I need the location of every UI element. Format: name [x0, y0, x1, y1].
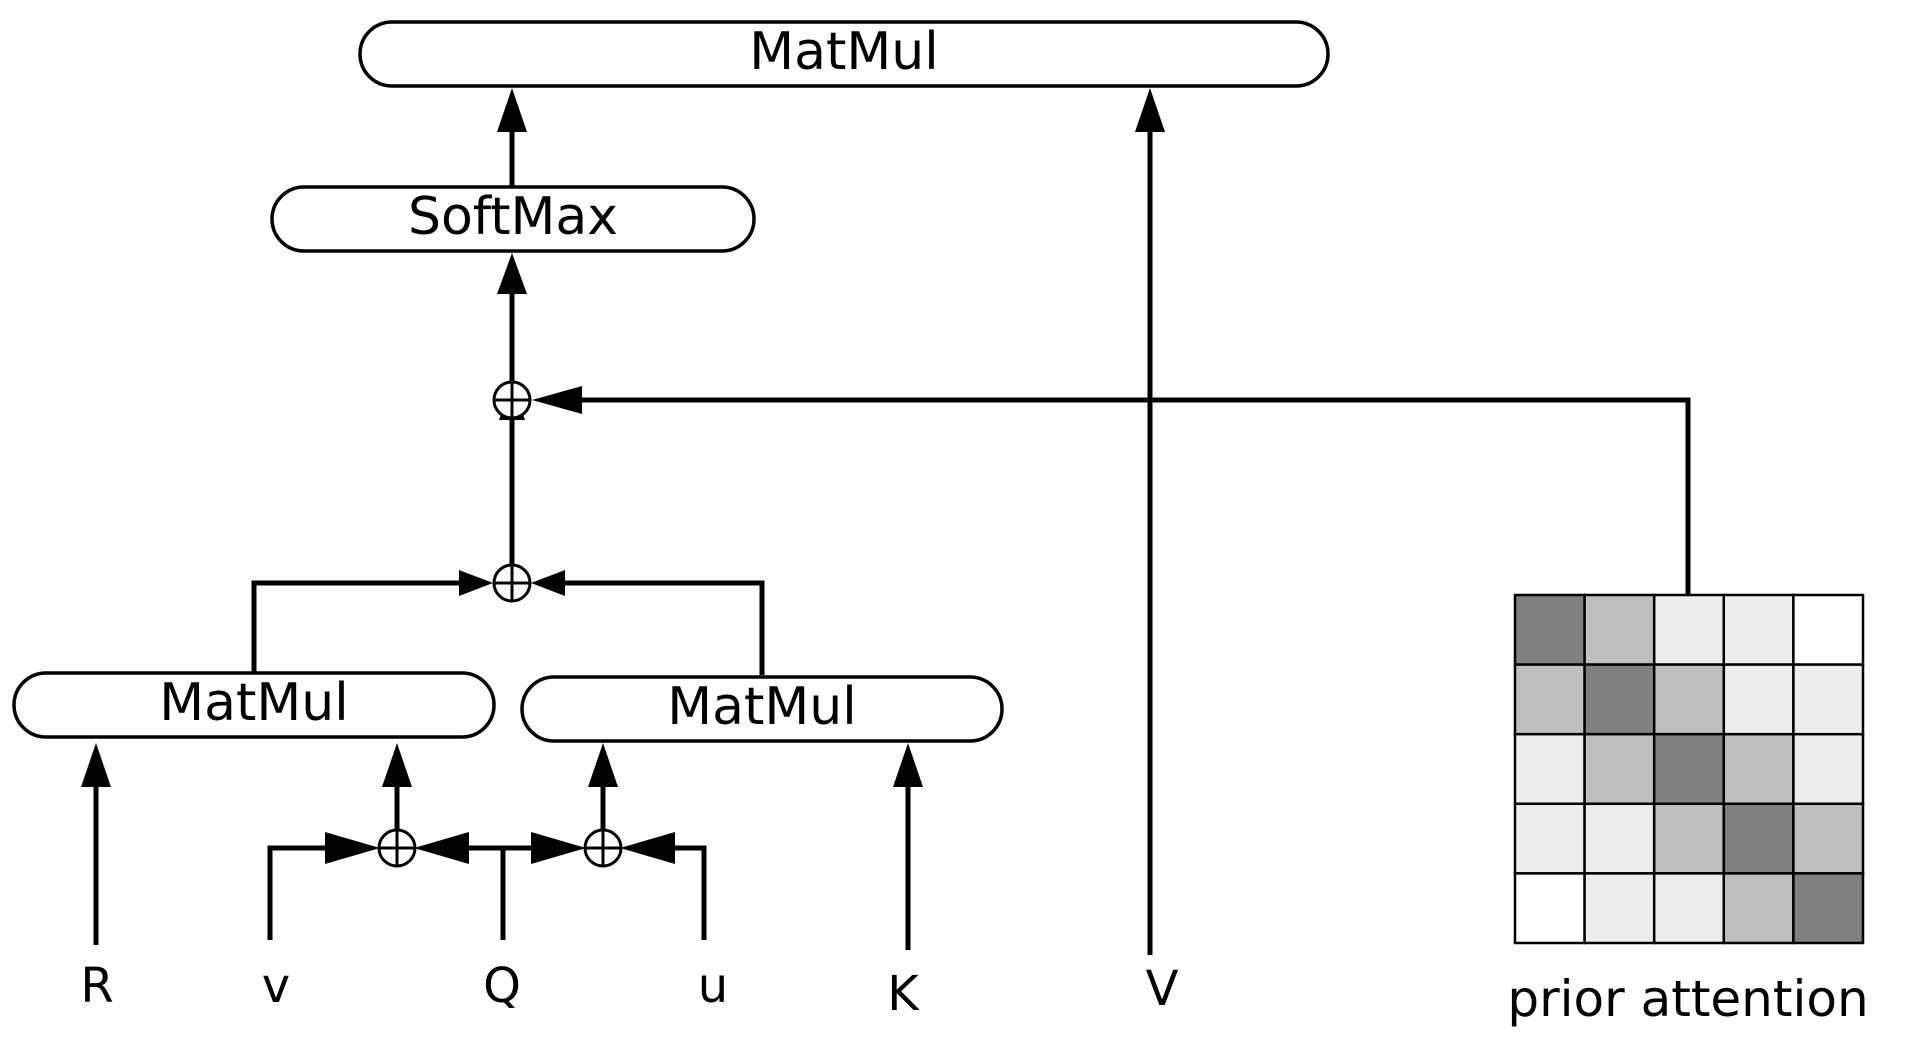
prior-cell-r2-c2: [1583, 663, 1656, 736]
prior-cell-r3-c4: [1722, 732, 1795, 806]
plus-upper-icon: [492, 380, 532, 420]
input-label-v-lower: v: [262, 958, 290, 1014]
input-label-r: R: [80, 958, 113, 1014]
matmul-right-label: MatMul: [667, 677, 856, 737]
prior-cell-r5-c5: [1792, 872, 1865, 945]
matmul-top-label: MatMul: [749, 22, 938, 82]
prior-cell-r1-c3: [1652, 593, 1726, 666]
arrow-u-into-plus: [620, 832, 675, 864]
prior-cell-r5-c1: [1513, 872, 1586, 945]
prior-cell-r3-c1: [1513, 732, 1586, 806]
plus-left-icon: [377, 828, 417, 868]
input-label-k: K: [887, 966, 920, 1022]
wire-matmul-right-to-plus: [562, 580, 765, 675]
prior-cell-r5-c2: [1583, 872, 1656, 945]
arrow-into-softmax: [497, 253, 527, 294]
prior-cell-r1-c5: [1792, 593, 1865, 666]
matmul-top-box: [358, 20, 1330, 88]
prior-cell-r3-c5: [1792, 732, 1865, 806]
input-label-q: Q: [483, 958, 521, 1014]
node-matmul-left: MatMul: [12, 671, 496, 739]
arrow-plus-into-matmul-right: [588, 743, 618, 787]
wire-v-to-plus: [267, 845, 330, 940]
prior-cell-r2-c3: [1652, 663, 1726, 736]
plus-right-icon: [583, 828, 623, 868]
prior-cell-r1-c4: [1722, 593, 1795, 666]
plus-middle-icon: [492, 563, 532, 603]
wire-u-to-plus: [670, 845, 707, 940]
prior-cell-r1-c1: [1513, 593, 1586, 666]
prior-cell-r3-c2: [1583, 732, 1656, 806]
prior-cell-r5-c4: [1722, 872, 1795, 945]
arrow-q-into-left-plus: [414, 832, 469, 864]
wire-prior-to-plus: [578, 397, 1691, 595]
softmax-box: [270, 185, 756, 253]
arrow-k-into-matmul-right: [893, 743, 923, 787]
prior-cell-r4-c1: [1513, 802, 1586, 875]
matmul-right-box: [520, 675, 1004, 743]
arrow-r-into-matmul-left: [81, 743, 111, 787]
arrow-q-into-right-plus: [531, 832, 586, 864]
arrow-v-into-plus: [325, 832, 380, 864]
prior-cell-r2-c1: [1513, 663, 1586, 736]
prior-cell-r2-c4: [1722, 663, 1795, 736]
wire-matmul-left-to-plus: [251, 580, 462, 675]
node-matmul-right: MatMul: [520, 675, 1004, 743]
prior-cell-r5-c3: [1652, 872, 1726, 945]
arrow-into-matmul-top-left: [497, 88, 527, 132]
matmul-left-label: MatMul: [159, 673, 348, 733]
input-labels: R v Q u K V: [80, 958, 1178, 1022]
prior-cell-r3-c3: [1652, 732, 1726, 806]
arrow-left-into-middle-plus: [459, 570, 493, 596]
node-matmul-top: MatMul: [358, 20, 1330, 88]
prior-attention-matrix: [1513, 593, 1865, 945]
softmax-label: SoftMax: [408, 187, 618, 247]
node-softmax: SoftMax: [270, 185, 756, 253]
arrow-right-into-middle-plus: [531, 570, 565, 596]
arrow-into-matmul-top-right: [1135, 88, 1165, 132]
input-label-v-upper: V: [1146, 961, 1179, 1017]
input-label-u: u: [698, 958, 728, 1014]
prior-cell-r4-c5: [1792, 802, 1865, 875]
arrow-prior-into-plus: [532, 386, 582, 414]
prior-attention-caption: prior attention: [1507, 970, 1868, 1028]
prior-cell-r4-c2: [1583, 802, 1656, 875]
matmul-left-box: [12, 671, 496, 739]
prior-cell-r4-c4: [1722, 802, 1795, 875]
arrow-plus-into-matmul-left: [382, 743, 412, 787]
prior-cell-r4-c3: [1652, 802, 1726, 875]
prior-cell-r1-c2: [1583, 593, 1656, 666]
arrowheads: [81, 88, 1165, 864]
connections: [93, 130, 1691, 955]
prior-cell-r2-c5: [1792, 663, 1865, 736]
